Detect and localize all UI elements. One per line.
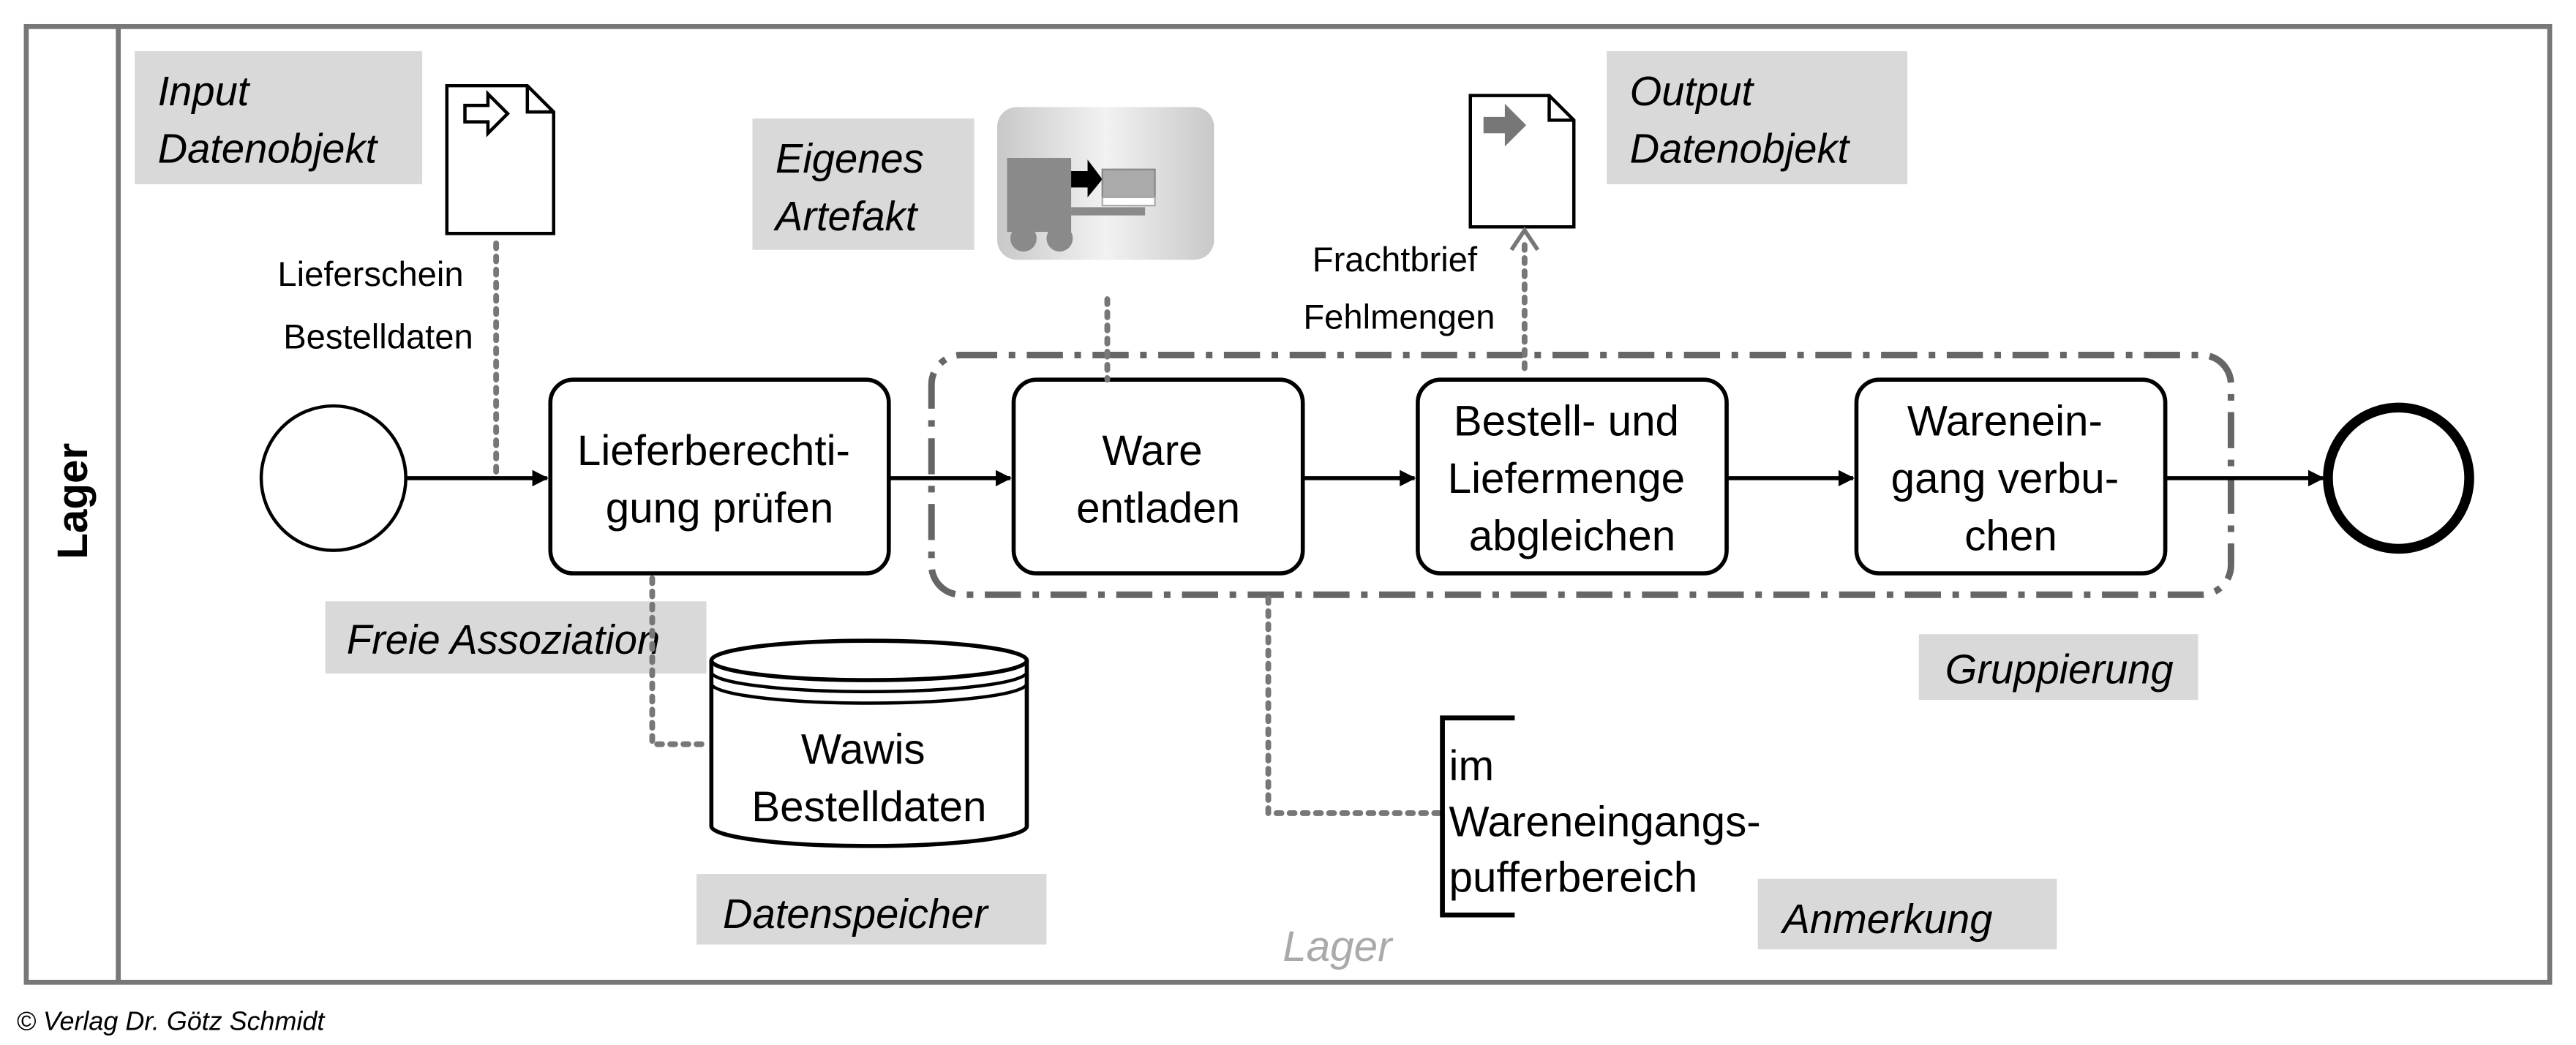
lane-watermark: Lager: [1283, 923, 1394, 970]
task-label: abgleichen: [1469, 513, 1675, 560]
label-gruppierung: Gruppierung: [1918, 634, 2198, 701]
task-label: Warenein-: [1907, 397, 2103, 445]
association-arrowhead-icon: [1509, 226, 1540, 252]
label-anmerkung: Anmerkung: [1757, 878, 2057, 950]
label-freie-assoziation: Freie Assoziation: [325, 601, 707, 674]
task-label: entladen: [1076, 485, 1240, 532]
task-label: Ware: [1102, 427, 1202, 475]
svg-text:Warenein- gang verbu-: Warenein- gang verbu- chen: [1891, 397, 2131, 559]
output-data-object-icon[interactable]: [1468, 94, 1576, 229]
task-label: Lieferberechti-: [577, 427, 850, 475]
association-datastore: [649, 575, 713, 747]
label-datenspeicher: Datenspeicher: [696, 874, 1047, 945]
svg-text:Freie Assoziation: Freie Assoziation: [347, 616, 660, 663]
output-data-label: Frachtbrief Fehlmengen: [1303, 240, 1495, 336]
pool-border: [23, 23, 2553, 985]
svg-text:Gruppierung: Gruppierung: [1945, 646, 2174, 693]
text-annotation[interactable]: im Wareneingangs- pufferbereich: [1440, 715, 1773, 918]
end-event[interactable]: [2323, 402, 2474, 554]
association-annotation: [1265, 595, 1443, 816]
svg-text:Datenspeicher: Datenspeicher: [723, 891, 989, 937]
task-wareneingang-verbuchen[interactable]: Warenein- gang verbu- chen: [1854, 377, 2168, 576]
group-box: [928, 351, 2234, 598]
truck-unloading-artifact-icon[interactable]: [997, 107, 1214, 260]
task-label: gung prüfen: [606, 485, 834, 532]
svg-text:im Wareneingangs-: im Wareneingangs- pufferbereich: [1449, 742, 1773, 902]
task-label: Bestell- und: [1454, 397, 1679, 445]
task-label: Liefermenge: [1448, 455, 1686, 502]
task-lieferberechtigung[interactable]: Lieferberechti- gung prüfen: [548, 377, 891, 576]
task-ware-entladen[interactable]: Ware entladen: [1011, 377, 1305, 576]
start-event[interactable]: [259, 404, 408, 552]
task-mengenabgleich[interactable]: Bestell- und Liefermenge abgleichen: [1416, 377, 1729, 576]
pool-label: Lager: [49, 443, 97, 559]
svg-text:Anmerkung: Anmerkung: [1780, 896, 1992, 942]
input-data-label: Lieferschein Bestelldaten: [277, 254, 473, 355]
input-data-object-icon[interactable]: [445, 83, 555, 235]
svg-text:Wawis Bestelldaten: Wawis Bestelldaten: [751, 726, 986, 831]
svg-text:Ware entladen: Ware entladen: [1076, 427, 1240, 532]
svg-text:Lieferberechti- gung prü: Lieferberechti- gung prüfen: [577, 427, 862, 532]
copyright: © Verlag Dr. Götz Schmidt: [16, 1006, 326, 1035]
task-label: gang verbu-: [1891, 455, 2119, 502]
task-label: chen: [1964, 513, 2057, 560]
datastore-wawis[interactable]: Wawis Bestelldaten: [709, 638, 1029, 848]
datastore-label: Bestelldaten: [751, 783, 986, 831]
datastore-label: Wawis: [801, 726, 925, 774]
svg-text:Bestell- und Liefermenge: Bestell- und Liefermenge abgleichen: [1448, 397, 1697, 559]
